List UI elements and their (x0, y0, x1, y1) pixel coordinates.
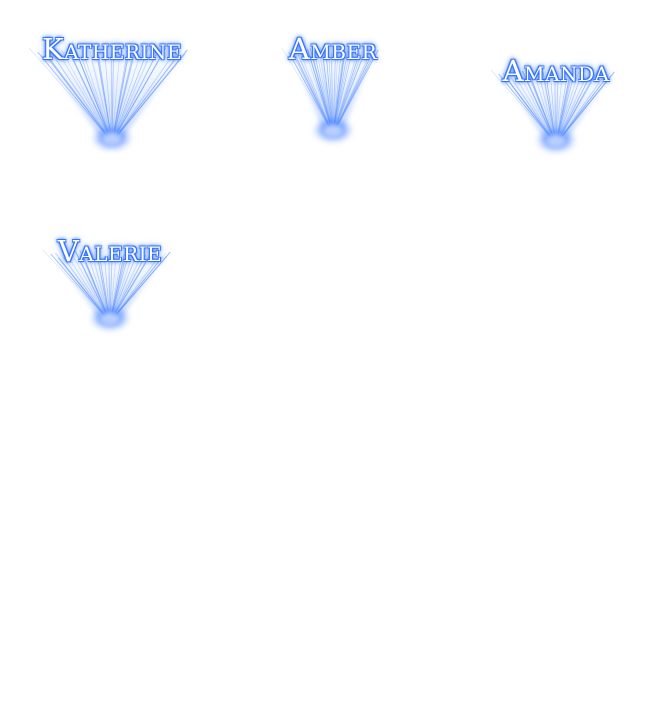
name-card-amanda: Amanda (456, 52, 656, 192)
name-label-katherine: Katherine (42, 32, 182, 66)
name-card-amber: Amber (233, 30, 433, 170)
light-fan-icon (490, 69, 616, 153)
name-label-amanda: Amanda (502, 54, 610, 88)
name-label-amber: Amber (288, 32, 378, 66)
name-label-valerie: Valerie (57, 234, 163, 268)
light-fan-icon (281, 47, 379, 143)
name-card-valerie: Valerie (10, 232, 210, 372)
light-fan-icon (42, 249, 172, 331)
name-card-katherine: Katherine (12, 30, 212, 170)
light-fan-icon (28, 47, 190, 151)
